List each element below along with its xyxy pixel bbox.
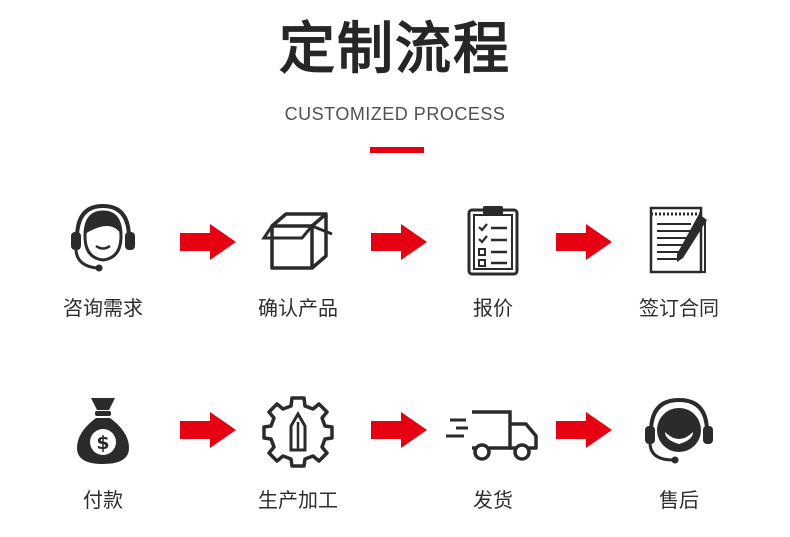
box-icon — [258, 200, 338, 280]
step-payment: $ 付款 — [38, 392, 168, 522]
step-label: 签订合同 — [639, 296, 719, 320]
step-label: 售后 — [659, 488, 699, 512]
gear-pencil-icon — [258, 392, 338, 472]
step-label: 发货 — [473, 488, 513, 512]
title-underline — [370, 147, 424, 153]
step-after-sales: 售后 — [614, 392, 744, 522]
delivery-truck-icon — [446, 392, 540, 472]
arrow-right-icon — [556, 224, 612, 260]
step-label: 咨询需求 — [63, 296, 143, 320]
step-sign-contract: 签订合同 — [614, 200, 744, 330]
clipboard-checklist-icon — [453, 200, 533, 280]
step-label: 生产加工 — [258, 488, 338, 512]
arrow-right-icon — [556, 412, 612, 448]
after-sales-headset-icon — [639, 392, 719, 472]
arrow-right-icon — [371, 412, 427, 448]
step-label: 付款 — [83, 488, 123, 512]
step-confirm-product: 确认产品 — [233, 200, 363, 330]
step-quote: 报价 — [428, 200, 558, 330]
arrow-right-icon — [180, 412, 236, 448]
notepad-pen-icon — [639, 200, 719, 280]
arrow-right-icon — [180, 224, 236, 260]
arrow-right-icon — [371, 224, 427, 260]
step-production: 生产加工 — [233, 392, 363, 522]
customer-service-headset-icon — [63, 200, 143, 280]
page-title: 定制流程 — [279, 17, 511, 82]
step-consult: 咨询需求 — [38, 200, 168, 330]
step-shipping: 发货 — [428, 392, 558, 522]
page-subtitle: CUSTOMIZED PROCESS — [284, 104, 506, 124]
money-bag-icon: $ — [63, 392, 143, 472]
step-label: 报价 — [473, 296, 513, 320]
svg-text:$: $ — [96, 432, 109, 454]
step-label: 确认产品 — [258, 296, 338, 320]
